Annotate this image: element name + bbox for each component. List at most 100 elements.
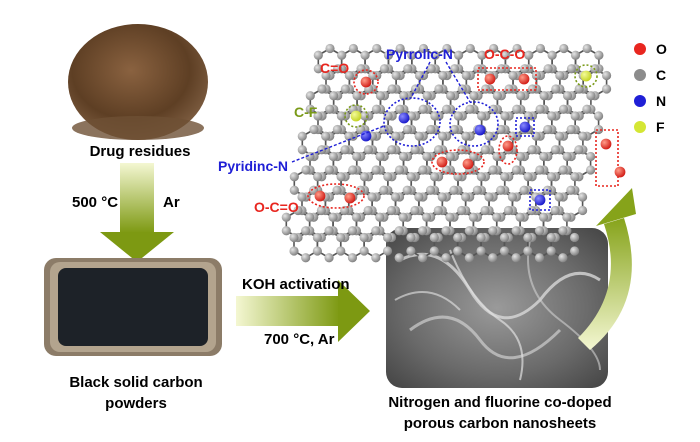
carbon-atom [512, 104, 522, 114]
carbon-atom [383, 111, 393, 121]
carbon-atom [426, 185, 436, 195]
carbon-atom [554, 131, 565, 141]
nitrogen-atom [534, 194, 546, 206]
carbon-atom [585, 165, 596, 175]
pyrrolic-pointer-2 [445, 61, 471, 103]
carbon-atom [352, 151, 362, 162]
carbon-atom [594, 50, 604, 60]
oxygen-atom [462, 158, 474, 170]
carbon-atom [325, 43, 335, 54]
carbon-atom [484, 131, 494, 141]
ocdo-highlight-mid [431, 149, 485, 175]
carbon-atom [457, 205, 467, 216]
carbon-atom [387, 145, 397, 155]
carbon-atom [336, 111, 346, 121]
carbon-atom [488, 226, 498, 236]
carbon-atom [371, 253, 381, 263]
product-label-line2: porous carbon nanosheets [403, 415, 597, 432]
oxygen-atom [518, 73, 530, 85]
carbon-atom [558, 253, 568, 263]
carbon-atom [395, 43, 405, 54]
carbon-atom [519, 185, 529, 195]
carbon-atom [398, 212, 408, 222]
carbon-atom [465, 43, 475, 54]
fluorine-highlight [574, 64, 598, 88]
element-legend: O C N F [634, 36, 694, 140]
co-label: C=O [320, 60, 350, 76]
carbon-atom [301, 165, 311, 175]
carbon-atom [333, 64, 343, 74]
legend-item-c: C [634, 62, 694, 88]
carbon-atom [375, 91, 386, 101]
oco-label: O-C-O [484, 46, 526, 62]
carbon-atom [313, 111, 323, 121]
carbon-atom [547, 50, 557, 60]
koh-activation-label: KOH activation [242, 276, 350, 293]
carbon-atom [601, 70, 612, 81]
carbon-atom [360, 111, 370, 121]
carbon-atom [281, 226, 291, 236]
drug-residues-label: Drug residues [89, 143, 191, 160]
carbon-atom [461, 70, 471, 81]
carbon-atom [534, 226, 545, 236]
carbon-atom [402, 185, 412, 195]
carbon-atom [566, 185, 576, 195]
carbon-atom [516, 91, 526, 101]
nitrogen-atom [360, 130, 372, 142]
carbon-atom [414, 192, 424, 202]
carbon-atom [403, 64, 413, 74]
carbon-atom [547, 111, 557, 121]
carbon-atom [336, 172, 346, 182]
carbon-atom [316, 205, 326, 216]
oxygen-atom [484, 73, 496, 85]
carbon-atom [520, 64, 530, 74]
carbon-atom [289, 185, 299, 195]
carbon-atom [418, 226, 428, 236]
carbon-atom [293, 205, 303, 216]
carbon-atom [367, 192, 377, 202]
carbon-atom [281, 212, 291, 222]
carbon-atom [418, 253, 428, 263]
carbon-atom [499, 246, 510, 256]
carbon-atom [511, 165, 522, 175]
carbon-atom [305, 212, 315, 222]
carbon-atom [414, 131, 424, 141]
carbon-atom [546, 172, 557, 182]
carbon-atom [438, 131, 448, 141]
carbon-atom [324, 226, 334, 236]
carbon-atom [363, 205, 373, 216]
carbon-atom [593, 111, 604, 121]
carbon-atom [488, 104, 498, 114]
carbon-atom [332, 124, 342, 135]
carbon-atom [500, 172, 510, 182]
carbon-atom [534, 253, 545, 263]
carbon-atom [375, 151, 385, 162]
carbon-atom [422, 212, 432, 222]
carbon-atom [418, 43, 429, 54]
carbon-atom [441, 253, 451, 263]
carbon-atom [574, 145, 584, 155]
carbon-atom [383, 172, 393, 182]
carbon-atom [297, 131, 307, 141]
carbon-atom [558, 226, 568, 236]
carbon-atom [430, 111, 440, 121]
carbon-atom [543, 64, 553, 74]
carbon-atom [297, 192, 307, 202]
carbon-atom [301, 226, 311, 236]
carbon-atom [387, 84, 397, 94]
curved-up-arrow [578, 188, 636, 350]
carbon-atom [418, 104, 428, 114]
carbon-atom [555, 70, 565, 81]
carbon-atom [477, 50, 487, 60]
fluorine-atom [580, 70, 592, 82]
carbon-atom [328, 212, 338, 222]
legend-label-o: O [656, 41, 667, 57]
carbon-atom [551, 84, 561, 94]
carbon-atom [406, 246, 416, 256]
nitrogen-atom [519, 121, 531, 133]
carbon-atom [312, 246, 322, 256]
carbon-atom [426, 124, 436, 135]
carbon-atom [445, 151, 455, 162]
carbon-atom [569, 232, 580, 243]
carbon-dot-icon [634, 69, 646, 81]
